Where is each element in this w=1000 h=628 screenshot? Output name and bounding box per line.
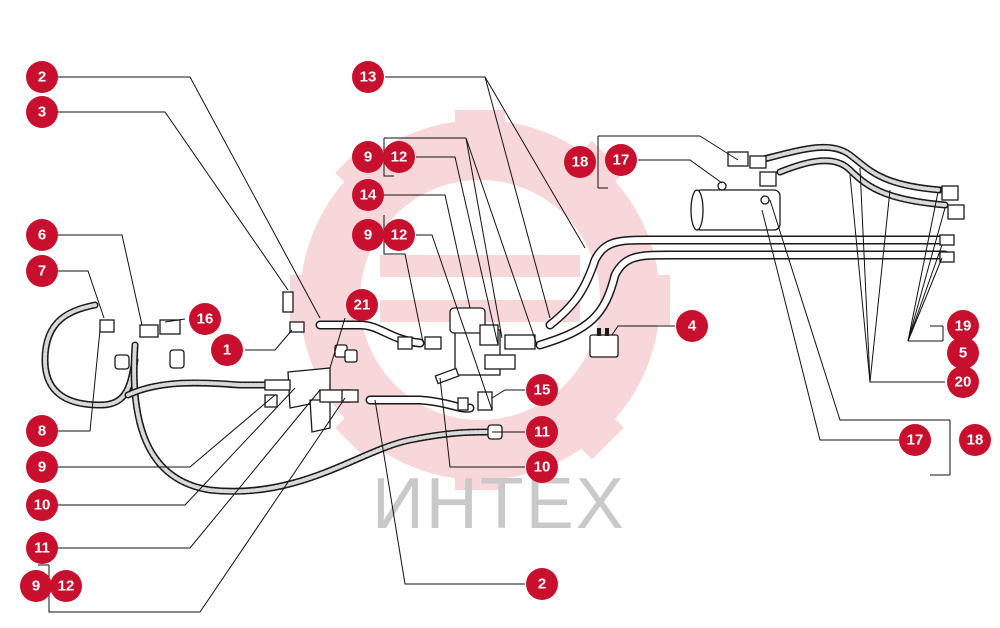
- callout-21: 21: [346, 289, 378, 321]
- svg-text:18: 18: [572, 154, 589, 171]
- svg-text:15: 15: [534, 382, 551, 399]
- svg-text:12: 12: [391, 149, 408, 166]
- callout-8: 8: [26, 415, 58, 447]
- callout-19: 19: [947, 310, 979, 342]
- leader-lines: [38, 76, 951, 613]
- callout-11-mid: 11: [526, 416, 558, 448]
- fittings: [99, 151, 965, 440]
- callout-5: 5: [947, 337, 979, 369]
- callout-6: 6: [26, 219, 58, 251]
- callout-12-mid-a: 12: [383, 141, 415, 173]
- svg-text:11: 11: [534, 424, 550, 441]
- svg-text:9: 9: [32, 578, 40, 595]
- callout-9-left: 9: [26, 451, 58, 483]
- svg-text:20: 20: [955, 374, 972, 391]
- distributor-block: [264, 367, 351, 433]
- callout-17-bottom: 17: [899, 424, 931, 456]
- callout-9-mid-a: 9: [352, 141, 384, 173]
- svg-text:21: 21: [354, 297, 371, 314]
- svg-text:9: 9: [364, 227, 372, 244]
- svg-text:19: 19: [955, 318, 972, 335]
- svg-text:6: 6: [38, 227, 46, 244]
- callout-18-top: 18: [564, 146, 596, 178]
- svg-text:7: 7: [38, 263, 46, 280]
- watermark-text: ИНТЕХ: [372, 464, 626, 544]
- callout-7: 7: [26, 255, 58, 287]
- svg-text:4: 4: [688, 318, 697, 335]
- svg-text:10: 10: [534, 459, 551, 476]
- cylinder: [690, 189, 781, 231]
- svg-text:8: 8: [38, 423, 46, 440]
- svg-text:9: 9: [364, 149, 372, 166]
- electric-connector: [589, 328, 619, 358]
- callout-10-left: 10: [26, 489, 58, 521]
- callout-15: 15: [526, 374, 558, 406]
- svg-text:17: 17: [907, 432, 924, 449]
- svg-text:12: 12: [391, 227, 408, 244]
- svg-text:9: 9: [38, 459, 46, 476]
- svg-text:12: 12: [58, 578, 75, 595]
- svg-text:2: 2: [538, 576, 546, 593]
- callout-4: 4: [676, 310, 708, 342]
- callout-2-bottom: 2: [526, 568, 558, 600]
- callout-16: 16: [189, 303, 221, 335]
- callout-2-top: 2: [26, 61, 58, 93]
- svg-text:16: 16: [197, 311, 214, 328]
- svg-text:1: 1: [223, 342, 231, 359]
- svg-text:2: 2: [38, 69, 46, 86]
- callout-18-bottom: 18: [959, 424, 991, 456]
- svg-text:11: 11: [34, 540, 50, 557]
- callout-20: 20: [947, 366, 979, 398]
- callout-9-bottom: 9: [20, 570, 52, 602]
- callout-10-mid: 10: [526, 451, 558, 483]
- rigid-pipes: [315, 235, 950, 413]
- svg-text:3: 3: [38, 104, 46, 121]
- svg-text:13: 13: [360, 69, 377, 86]
- callout-3: 3: [26, 96, 58, 128]
- svg-text:14: 14: [360, 187, 377, 204]
- callout-12-bottom: 12: [50, 570, 82, 602]
- svg-text:5: 5: [959, 345, 967, 362]
- svg-text:17: 17: [613, 152, 630, 169]
- callout-1: 1: [211, 334, 243, 366]
- callout-11-left: 11: [26, 532, 58, 564]
- svg-text:18: 18: [967, 432, 984, 449]
- hoses: [41, 143, 949, 495]
- svg-text:10: 10: [34, 497, 51, 514]
- callout-9-mid-b: 9: [352, 219, 384, 251]
- callout-12-mid-b: 12: [383, 219, 415, 251]
- callout-14: 14: [352, 179, 384, 211]
- callout-17-top: 17: [605, 144, 637, 176]
- callout-13: 13: [352, 61, 384, 93]
